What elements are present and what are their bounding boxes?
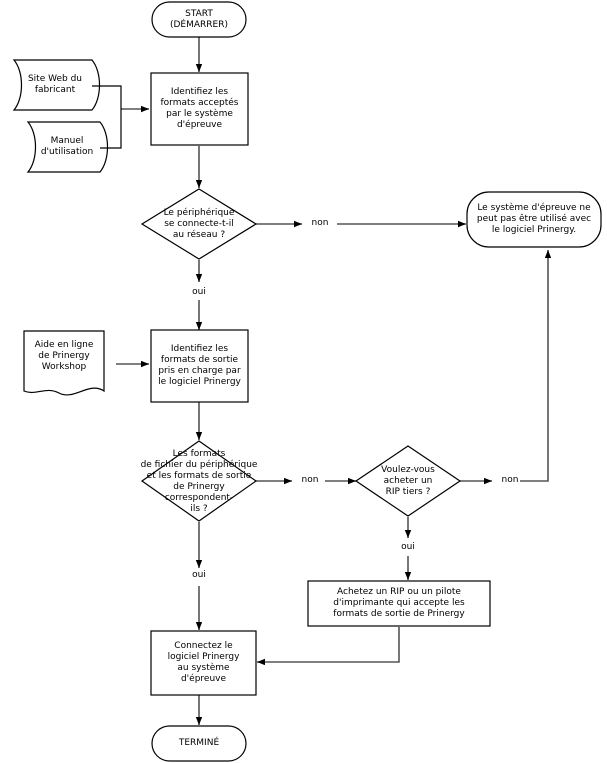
shape-source-website[interactable] bbox=[12, 59, 101, 111]
shape-start[interactable] bbox=[151, 1, 247, 38]
shape-identify-formats[interactable] bbox=[150, 72, 249, 146]
shape-decision-buy-rip[interactable] bbox=[354, 445, 462, 517]
edge-label-network-no: non bbox=[311, 218, 329, 228]
connector-group bbox=[116, 36, 552, 725]
edge-label-buy-rip-no: non bbox=[501, 475, 519, 485]
connector-sources-bracket bbox=[92, 85, 122, 149]
edge-label-formats-no: non bbox=[301, 475, 319, 485]
shape-source-manual[interactable] bbox=[26, 121, 109, 173]
shape-identify-output-formats[interactable] bbox=[150, 329, 249, 403]
shape-source-help[interactable] bbox=[23, 330, 105, 396]
node-shape-group bbox=[12, 1, 602, 762]
shape-connect-prinergy[interactable] bbox=[150, 630, 257, 696]
edge-label-buy-rip-yes: oui bbox=[401, 542, 415, 552]
shape-decision-network[interactable] bbox=[140, 188, 258, 260]
edge-label-network-yes: oui bbox=[192, 287, 206, 297]
edge-label-formats-yes: oui bbox=[192, 570, 206, 580]
connector-rail-to-cannot-use bbox=[520, 250, 552, 482]
connector-buyrip-to-connect bbox=[257, 627, 400, 666]
shape-end[interactable] bbox=[151, 725, 247, 762]
shape-buy-rip[interactable] bbox=[307, 580, 491, 627]
shape-cannot-use[interactable] bbox=[466, 191, 602, 248]
shape-decision-formats-match[interactable] bbox=[140, 440, 258, 522]
